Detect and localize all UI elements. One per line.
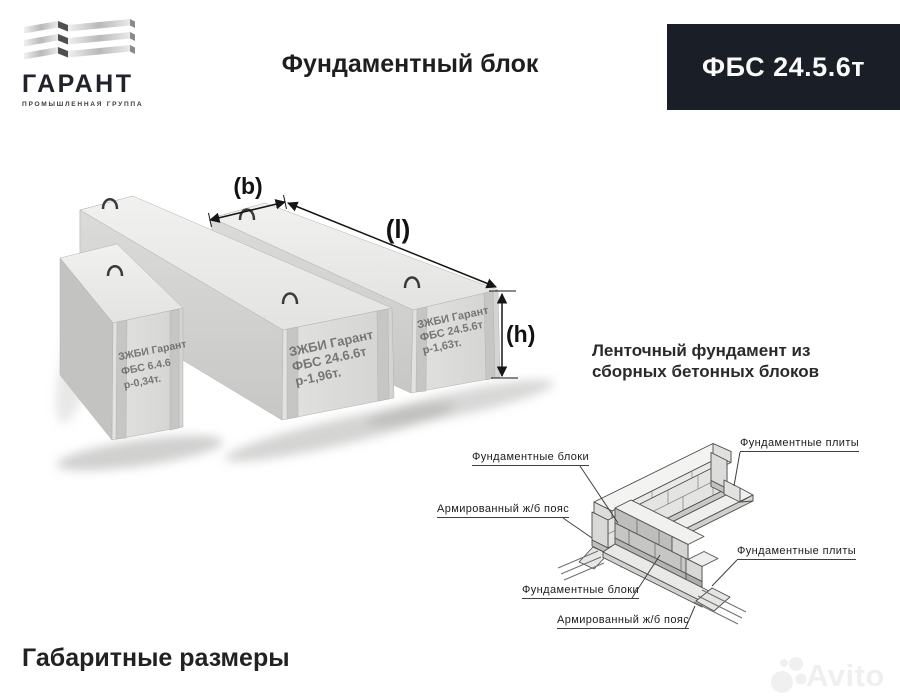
callout-foundation-plates-top: Фундаментные плиты: [740, 438, 860, 452]
callout-foundation-plates-right: Фундаментные плиты: [737, 546, 857, 560]
callout-foundation-blocks-bottom: Фундаментные блоки: [522, 585, 640, 599]
dimension-line-l: [287, 201, 497, 289]
callout-foundation-blocks-top: Фундаментные блоки: [472, 452, 590, 466]
product-code-badge: ФБС 24.5.6т: [667, 24, 900, 110]
dimension-line-b: [208, 199, 287, 223]
lifting-loop-icon: [101, 198, 119, 210]
dimension-annotations: [208, 194, 518, 379]
avito-logo-icon: [771, 657, 807, 693]
logo-title: ГАРАНТ: [22, 70, 134, 98]
dimension-label-b: (b): [233, 173, 262, 199]
watermark-text: Avito: [806, 658, 885, 693]
blocks-photo: ЗЖБИ Гарант ФБС 24.5.6т р-1,63т. ЗЖБИ Га…: [55, 173, 554, 471]
footer-caption: Габаритные размеры: [22, 644, 290, 672]
logo-subtitle: ПРОМЫШЛЕННАЯ ГРУППА: [22, 101, 144, 108]
page-title: Фундаментный блок: [281, 50, 539, 78]
avito-watermark: Avito: [770, 650, 900, 700]
lifting-loop-icon: [281, 292, 299, 305]
callout-reinforced-belt-left: Армированный ж/б пояс: [437, 504, 570, 518]
diagram-leader-lines: [562, 451, 741, 630]
company-logo: ГАРАНТ ПРОМЫШЛЕННАЯ ГРУППА: [22, 18, 142, 108]
lifting-loop-icon: [106, 265, 124, 277]
dimension-label-l: (l): [386, 214, 411, 244]
block-fbs-6-4-6: [59, 243, 184, 441]
callout-reinforced-belt-bottom: Армированный ж/б пояс: [557, 615, 690, 629]
logo-ribbons-icon: [24, 19, 135, 60]
product-code: ФБС 24.5.6т: [702, 51, 865, 82]
diagram-front-wall: [602, 499, 747, 625]
dimension-label-h: (h): [506, 321, 535, 347]
section-heading: Ленточный фундамент из сборных бетонных …: [592, 341, 820, 382]
foundation-diagram: [557, 443, 754, 630]
